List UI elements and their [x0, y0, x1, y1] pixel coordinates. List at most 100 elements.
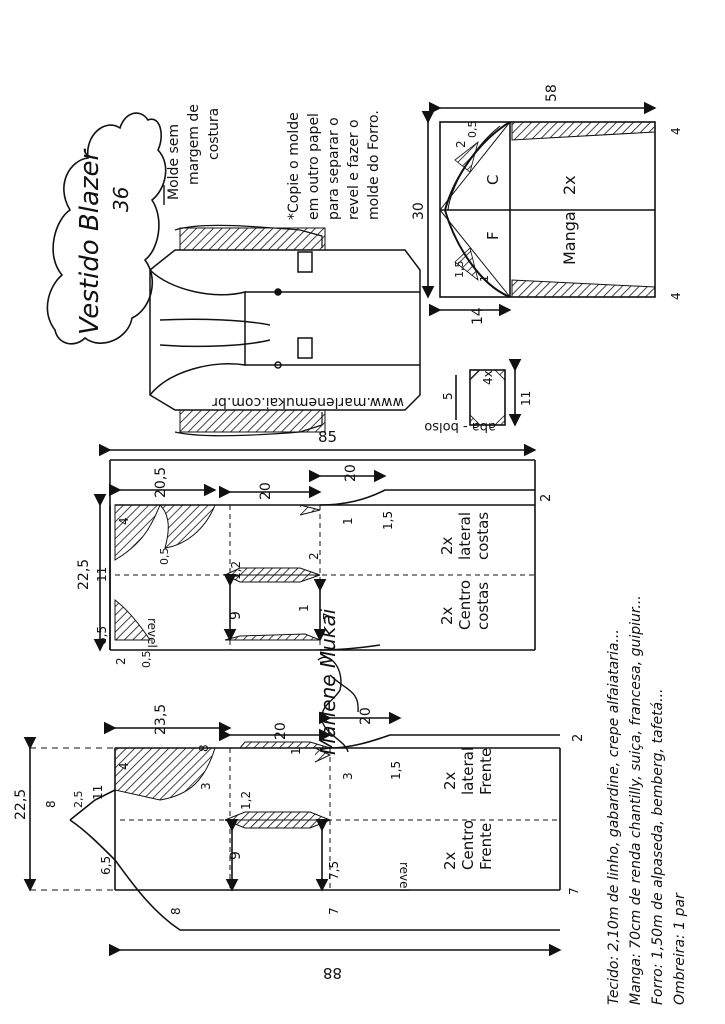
fabric-line-1: Tecido: 2,10m de linho, gabardine, crepe…	[606, 629, 622, 1005]
front-center-sub: Frente	[477, 823, 495, 870]
front-m-11: 11	[91, 785, 105, 800]
front-m-25: 2,5	[72, 791, 85, 809]
note-copy-4: revel e fazer o	[346, 119, 362, 220]
sleeve-label: Manga	[560, 211, 579, 265]
front-m-7b: 7	[567, 887, 581, 895]
back-side-sub: costas	[474, 512, 492, 560]
front-m-3a: 3	[199, 782, 213, 790]
fabric-line-4: Ombreira: 1 par	[672, 892, 688, 1005]
sleeve-m-05: 0,5	[466, 121, 479, 139]
front-m-9: 9	[228, 851, 244, 860]
front-m-2: 2	[571, 734, 586, 742]
back-m-85: 85	[318, 428, 337, 446]
fabric-line-3: Forro: 1,50m de alpaseda, bemberg, tafet…	[650, 689, 666, 1006]
fabric-line-2: Manga: 70cm de renda chantilly, suiça, f…	[628, 595, 644, 1005]
back-m-15: 1,5	[381, 511, 395, 530]
pocket-flap-h: 5	[441, 392, 455, 400]
front-m-65: 6,5	[99, 856, 113, 875]
back-m-2b: 2	[539, 494, 554, 502]
note-no-seam-2: margem de	[186, 104, 202, 185]
back-m-2a: 2	[114, 657, 128, 665]
front-side-count: 2x	[441, 771, 459, 790]
back-m-65: 6,5	[95, 626, 109, 645]
front-m-235: 23,5	[153, 704, 169, 735]
front-m-15: 1,5	[389, 761, 403, 780]
back-m-205: 20,5	[153, 467, 169, 498]
sleeve-m-15: 1,5	[453, 261, 466, 279]
fabric-requirements: Tecido: 2,10m de linho, gabardine, crepe…	[606, 595, 688, 1005]
sleeve-m-2: 2	[454, 140, 468, 148]
note-no-seam-1: Molde sem	[166, 124, 182, 200]
front-revel: revel	[397, 862, 411, 892]
back-pattern	[93, 443, 537, 652]
sleeve-letter-f: F	[484, 231, 502, 240]
front-m-75: 7,5	[327, 861, 341, 880]
front-center-count: 2x	[441, 851, 459, 870]
front-m-225: 22,5	[13, 789, 29, 820]
front-labels: 2x Centro Frente 2x lateral Frente revel…	[13, 704, 586, 982]
back-m-11: 11	[95, 567, 109, 582]
sleeve-letter-c: C	[484, 175, 502, 185]
sleeve-m-30: 30	[411, 202, 427, 220]
back-m-1a: 1	[341, 517, 355, 525]
front-m-12: 1,2	[239, 791, 253, 810]
sleeve-m-58: 58	[544, 84, 560, 102]
back-side-count: 2x	[438, 536, 456, 555]
note-no-seam-3: costura	[206, 108, 222, 160]
front-m-8b: 8	[197, 744, 211, 752]
note-copy-1: *Copie o molde	[286, 112, 302, 220]
front-m-8c: 8	[169, 907, 183, 915]
note-copy-2: em outro papel	[306, 113, 322, 220]
sleeve-m-4a: 4	[669, 127, 683, 135]
front-m-20a: 20	[273, 722, 289, 740]
front-m-1: 1	[289, 747, 303, 755]
front-m-4: 4	[117, 762, 131, 770]
sleeve-m-4b: 4	[669, 292, 683, 300]
back-m-9: 9	[228, 611, 244, 620]
signature: Marlene Mukai	[316, 608, 359, 755]
sleeve-count: 2x	[560, 175, 579, 195]
title-text: Vestido Blazer	[75, 147, 105, 335]
back-revel: revel	[145, 618, 159, 648]
back-side-name: lateral	[456, 512, 474, 560]
front-side-sub: Frente	[477, 748, 495, 795]
pocket-flap-labels: aba - bolso 4x 11 5	[424, 370, 533, 434]
back-m-05a: 0,5	[140, 651, 153, 669]
front-m-3b: 3	[341, 772, 355, 780]
back-center-sub: costas	[474, 582, 492, 630]
back-m-20b: 20	[343, 464, 359, 482]
front-m-7: 7	[327, 907, 341, 915]
front-m-8: 8	[44, 800, 58, 808]
size-text: 36	[109, 187, 133, 212]
title-badge: Vestido Blazer 36	[46, 112, 167, 345]
back-m-1b: 1	[297, 604, 311, 612]
pocket-flap-count: 4x	[481, 370, 495, 385]
front-m-20b: 20	[358, 707, 374, 725]
front-side-name: lateral	[459, 747, 477, 795]
notes: Molde sem margem de costura *Copie o mol…	[163, 104, 382, 220]
front-pattern	[23, 711, 562, 957]
website-text: www.marlenemukai.com.br	[212, 394, 404, 410]
pocket-flap-w: 11	[519, 391, 533, 406]
sleeve-m-1: 1	[478, 275, 491, 282]
sleeve-labels: Manga 2x F C 58 30 14 4 4 2 0,5 1,5 1	[411, 84, 683, 325]
back-m-05b: 0,5	[158, 548, 171, 566]
front-center-name: Centro	[459, 820, 477, 870]
signature-text: Marlene Mukai	[316, 608, 340, 755]
back-center-name: Centro	[456, 580, 474, 630]
note-copy-5: molde do Forro.	[366, 110, 382, 220]
pocket-flap	[455, 358, 522, 427]
back-labels: 2x Centro costas 2x lateral costas revel…	[76, 428, 554, 668]
back-m-2c: 2	[307, 552, 321, 560]
back-m-12: 1,2	[229, 561, 243, 580]
back-m-7: 7	[321, 612, 335, 620]
dress-illustration	[149, 224, 421, 437]
sleeve-pattern	[421, 101, 657, 317]
note-copy-3: para separar o	[326, 117, 342, 220]
front-m-88: 88	[323, 964, 342, 982]
back-center-count: 2x	[438, 606, 456, 625]
back-m-225: 22,5	[76, 559, 92, 590]
pocket-flap-label: aba - bolso	[424, 419, 496, 434]
back-m-20a: 20	[258, 482, 274, 500]
